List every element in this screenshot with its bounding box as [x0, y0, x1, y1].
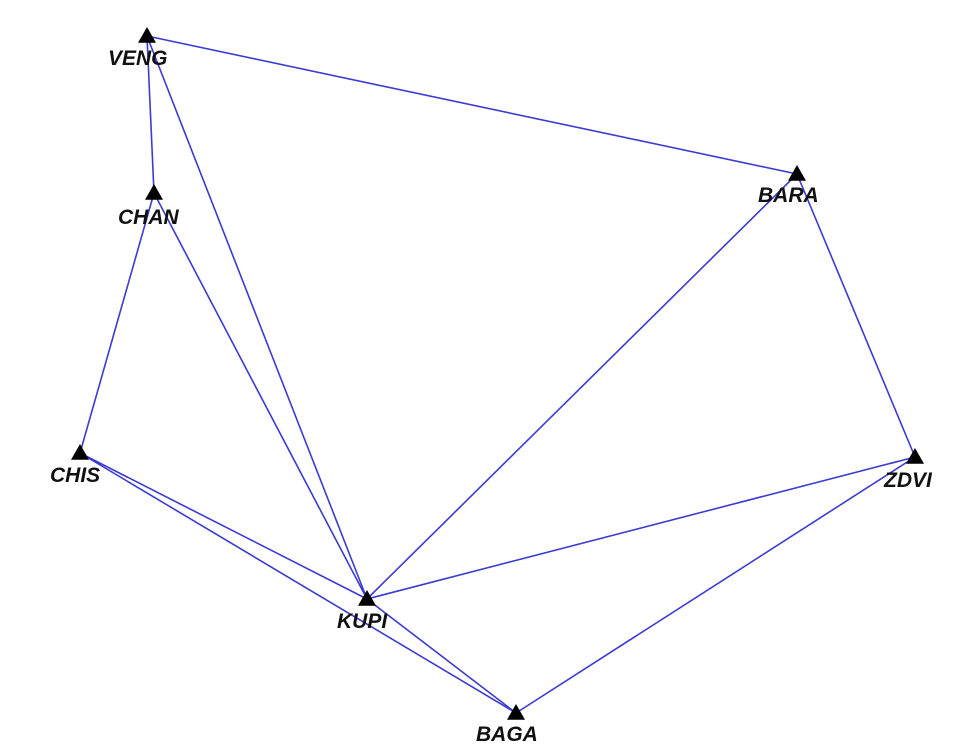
node-baga-marker [507, 704, 525, 720]
edge-chis-kupi [79, 452, 368, 600]
node-baga-label: BAGA [476, 723, 538, 746]
node-zdvi-marker [906, 448, 924, 464]
node-chan-marker [145, 184, 163, 200]
edge-chan-chis [79, 192, 155, 454]
edges-layer [79, 35, 916, 714]
edge-kupi-baga [366, 598, 517, 714]
node-bara-label: BARA [758, 184, 819, 207]
nodes-layer [71, 27, 924, 720]
edge-veng-bara [146, 35, 798, 175]
node-bara-marker [788, 165, 806, 181]
node-zdvi-label: ZDVI [883, 469, 933, 492]
edge-bara-kupi [366, 173, 798, 600]
node-chis-label: CHIS [50, 464, 100, 487]
edge-chan-kupi [153, 192, 368, 600]
node-veng-label: VENG [108, 47, 168, 70]
node-chis-marker [71, 444, 89, 460]
edge-zdvi-baga [515, 456, 916, 714]
node-kupi-label: KUPI [337, 610, 388, 633]
labels-layer: VENG CHAN BARA CHIS ZDVI KUPI BAGA [50, 47, 933, 746]
edge-bara-zdvi [796, 173, 916, 458]
node-kupi-marker [358, 590, 376, 606]
edge-veng-chan [146, 35, 155, 194]
edge-veng-kupi [146, 35, 368, 600]
node-veng-marker [138, 27, 156, 43]
node-chan-label: CHAN [118, 206, 179, 229]
edge-zdvi-kupi [366, 456, 916, 600]
edge-chis-baga [79, 452, 517, 714]
